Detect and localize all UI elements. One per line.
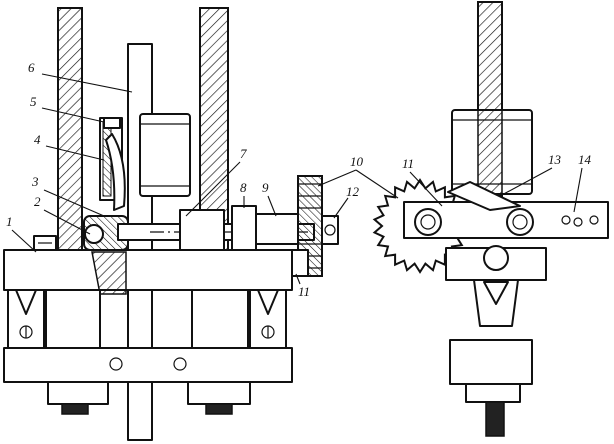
holes-14-b <box>573 217 583 227</box>
part-label-11: 11 <box>298 284 310 299</box>
upper-block <box>139 113 191 197</box>
part-label-8: 8 <box>240 180 247 195</box>
crossbar-1 <box>3 249 293 291</box>
bushing-7 <box>179 209 225 255</box>
leader-line-15 <box>573 167 583 213</box>
leader-line-1 <box>11 229 37 253</box>
rod-left <box>57 7 83 256</box>
foot-left <box>47 381 109 405</box>
part-label-3: 3 <box>31 174 39 189</box>
leader-line-14 <box>499 167 553 197</box>
part-label-15: 14 <box>578 152 592 167</box>
part-label-9: 9 <box>262 180 269 195</box>
part-label-5: 5 <box>30 94 37 109</box>
post-b <box>45 289 101 349</box>
foot-right <box>187 381 251 405</box>
left-view <box>3 7 339 441</box>
part-label-10: 10 <box>350 154 364 169</box>
insert <box>91 251 127 295</box>
collar-8 <box>231 205 257 251</box>
pawl <box>447 181 521 211</box>
leader-line-13 <box>409 171 443 207</box>
pivot-right <box>506 208 534 236</box>
leader-line-7 <box>185 161 241 217</box>
leader-line-4 <box>45 145 105 161</box>
nut-12 <box>321 215 339 245</box>
hub-circle <box>84 224 104 244</box>
right-view <box>372 1 609 437</box>
leader-line-5 <box>41 107 105 123</box>
leader-line-11 <box>295 273 301 285</box>
part-label-7: 7 <box>240 146 247 161</box>
part-5 <box>103 117 121 129</box>
holes-14-c <box>589 215 599 225</box>
part-label-13: 11 <box>402 156 414 171</box>
right-foot <box>465 383 521 403</box>
leader-line-10b <box>355 169 399 199</box>
part-label-12: 12 <box>346 184 360 199</box>
leader-line-9 <box>267 195 277 217</box>
pivot-left <box>414 208 442 236</box>
part-label-4: 4 <box>34 132 41 147</box>
leader-line-12 <box>333 197 349 219</box>
lower-frame <box>3 347 293 383</box>
bracket-hatched <box>102 121 112 197</box>
part-label-2: 2 <box>34 194 41 209</box>
sleeve-9 <box>255 213 299 245</box>
right-base <box>449 339 533 385</box>
leader-line-2 <box>43 209 91 235</box>
leader-line-3 <box>43 189 105 217</box>
part-label-14: 13 <box>548 152 562 167</box>
part-label-6: 6 <box>28 60 35 75</box>
holes-14-a <box>561 215 571 225</box>
lever-3 <box>105 133 126 211</box>
leader-line-6 <box>41 73 133 93</box>
post-c <box>191 289 249 349</box>
leader-line-10 <box>317 169 357 187</box>
part-label-1: 1 <box>6 214 13 229</box>
